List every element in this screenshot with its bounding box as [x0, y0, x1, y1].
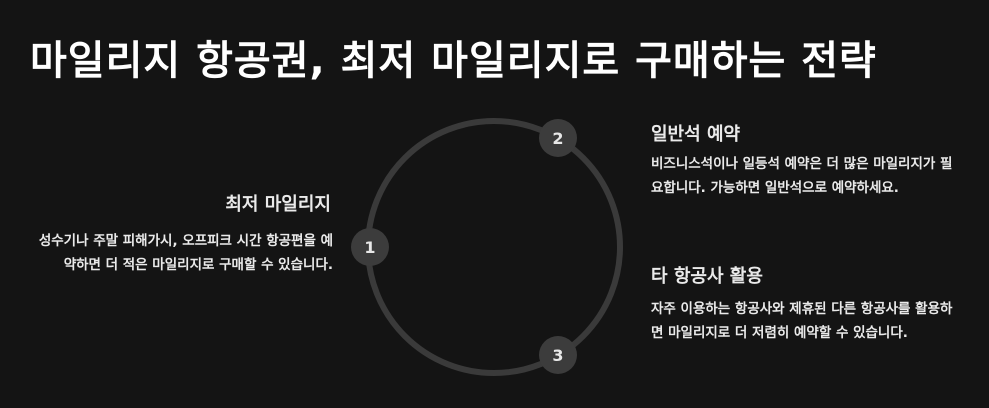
step-node-2: 2	[539, 119, 577, 157]
step-node-3: 3	[539, 336, 577, 374]
step-heading-2: 일반석 예약	[651, 124, 741, 145]
step-number-3: 3	[552, 346, 563, 365]
step-heading-3: 타 항공사 활용	[651, 266, 763, 287]
step-node-1: 1	[351, 228, 389, 266]
page-title: 마일리지 항공권, 최저 마일리지로 구매하는 전략	[30, 38, 877, 84]
step-body-1: 성수기나 주말 피해가시, 오프피크 시간 항공편을 예약하면 더 적은 마일리…	[38, 233, 333, 273]
step-heading-1: 최저 마일리지	[225, 194, 331, 215]
step-number-2: 2	[552, 129, 563, 148]
step-body-3: 자주 이용하는 항공사와 제휴된 다른 항공사를 활용하면 마일리지로 더 저렴…	[651, 301, 953, 341]
step-number-1: 1	[364, 238, 375, 257]
step-body-2: 비즈니스석이나 일등석 예약은 더 많은 마일리지가 필요합니다. 가능하면 일…	[651, 156, 953, 196]
cycle-ring	[365, 118, 623, 376]
